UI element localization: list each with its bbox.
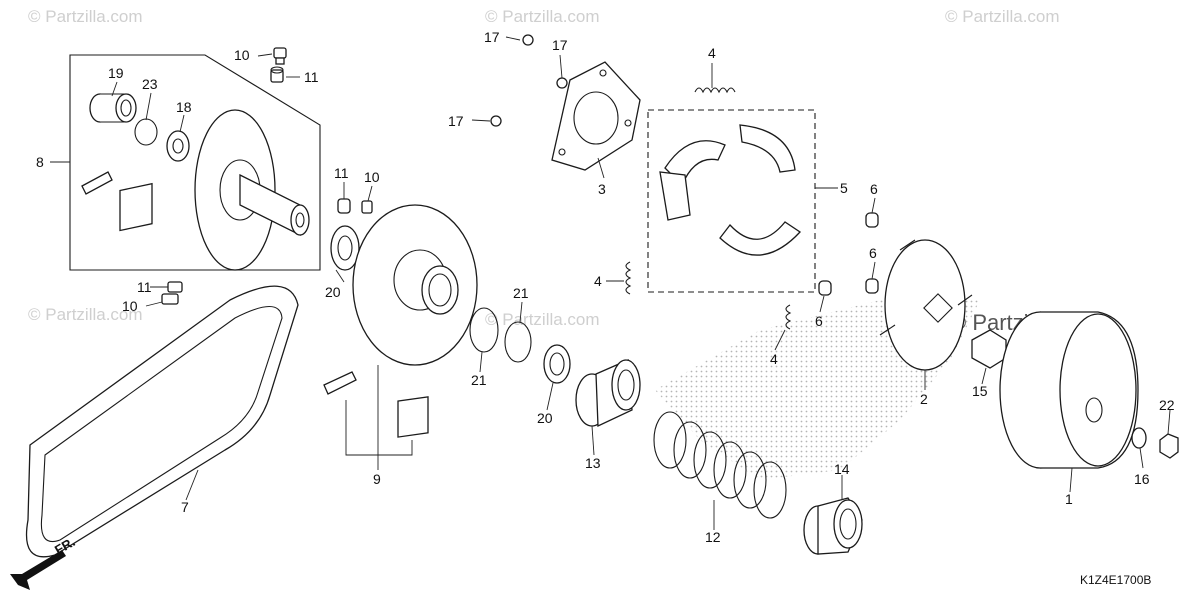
collar-6 [865, 212, 879, 228]
callout-21: 21 [513, 285, 529, 301]
o-ring-21 [504, 321, 532, 363]
watermark-text: © Partzilla.com [945, 7, 1060, 26]
callout-20: 20 [325, 284, 341, 300]
callout-23: 23 [142, 76, 158, 92]
callout-4: 4 [708, 45, 716, 61]
drawing-code: K1Z4E1700B [1080, 573, 1151, 587]
clutch-spring-4 [625, 261, 632, 295]
spring-seat [803, 497, 863, 555]
nut-17 [490, 115, 502, 127]
seal-collar [575, 359, 641, 428]
callout-21: 21 [471, 372, 487, 388]
nut-15 [971, 329, 1007, 369]
watermark-text: © Partzilla.com [28, 7, 143, 26]
bolt-10-upper [273, 47, 287, 65]
washer-16 [1131, 427, 1147, 449]
callout-10: 10 [364, 169, 380, 185]
nut-17 [556, 77, 568, 89]
collar-11-upper [270, 66, 284, 83]
callout-22: 22 [1159, 397, 1175, 413]
callout-6: 6 [870, 181, 878, 197]
collar-11-mid [337, 198, 351, 214]
bolt-10-lower [161, 293, 179, 305]
callout-18: 18 [176, 99, 192, 115]
callout-5: 5 [840, 180, 848, 196]
callout-10: 10 [122, 298, 138, 314]
driven-spring [653, 411, 787, 519]
callout-8: 8 [36, 154, 44, 170]
callout-11: 11 [137, 279, 152, 295]
watermark-text: © Partzilla.com [485, 310, 600, 329]
callout-13: 13 [585, 455, 601, 471]
drive-face-assembly-box [69, 54, 321, 271]
nut-17 [522, 34, 534, 46]
callout-11: 11 [304, 69, 319, 85]
oil-seal-20-left [330, 225, 360, 271]
callout-9: 9 [373, 471, 381, 487]
collar-11-lower [167, 281, 183, 293]
collar-6 [865, 278, 879, 294]
clutch-spring-4 [694, 87, 736, 94]
callout-16: 16 [1134, 471, 1150, 487]
callout-11: 11 [334, 165, 349, 181]
callout-6: 6 [869, 245, 877, 261]
callout-10: 10 [234, 47, 250, 63]
bolt-10-mid [361, 200, 373, 214]
callout-2: 2 [920, 391, 928, 407]
watermark-text: © Partzilla.com [485, 7, 600, 26]
watermark-text: © Partzilla.com [28, 305, 143, 324]
callout-17: 17 [484, 29, 500, 45]
clutch-shoe-assembly-box [647, 109, 816, 293]
callout-7: 7 [181, 499, 189, 515]
clutch-outer [999, 311, 1139, 469]
callout-15: 15 [972, 383, 988, 399]
callout-14: 14 [834, 461, 850, 477]
callout-6: 6 [815, 313, 823, 329]
leader-lines [50, 36, 1171, 530]
drive-face-assembly [81, 93, 310, 271]
callout-4: 4 [770, 351, 778, 367]
clutch-spring-4 [785, 304, 792, 330]
o-ring-21 [469, 307, 499, 353]
callout-20: 20 [537, 410, 553, 426]
driven-face [323, 204, 478, 438]
callout-17: 17 [552, 37, 568, 53]
oil-seal-20-right [543, 344, 571, 384]
clutch-side-plate [551, 61, 641, 171]
collar-6 [818, 280, 832, 296]
callout-labels: 10 11 19 23 18 8 11 10 20 11 10 7 9 17 1… [36, 29, 1175, 545]
nut-22 [1159, 433, 1179, 459]
drive-belt [25, 285, 299, 558]
callout-12: 12 [705, 529, 721, 545]
front-arrow-icon [10, 550, 66, 590]
callout-19: 19 [108, 65, 124, 81]
callout-4: 4 [594, 273, 602, 289]
clutch-weight-set [659, 124, 801, 256]
callout-3: 3 [598, 181, 606, 197]
callout-17: 17 [448, 113, 464, 129]
callout-1: 1 [1065, 491, 1073, 507]
drive-plate [879, 239, 973, 371]
